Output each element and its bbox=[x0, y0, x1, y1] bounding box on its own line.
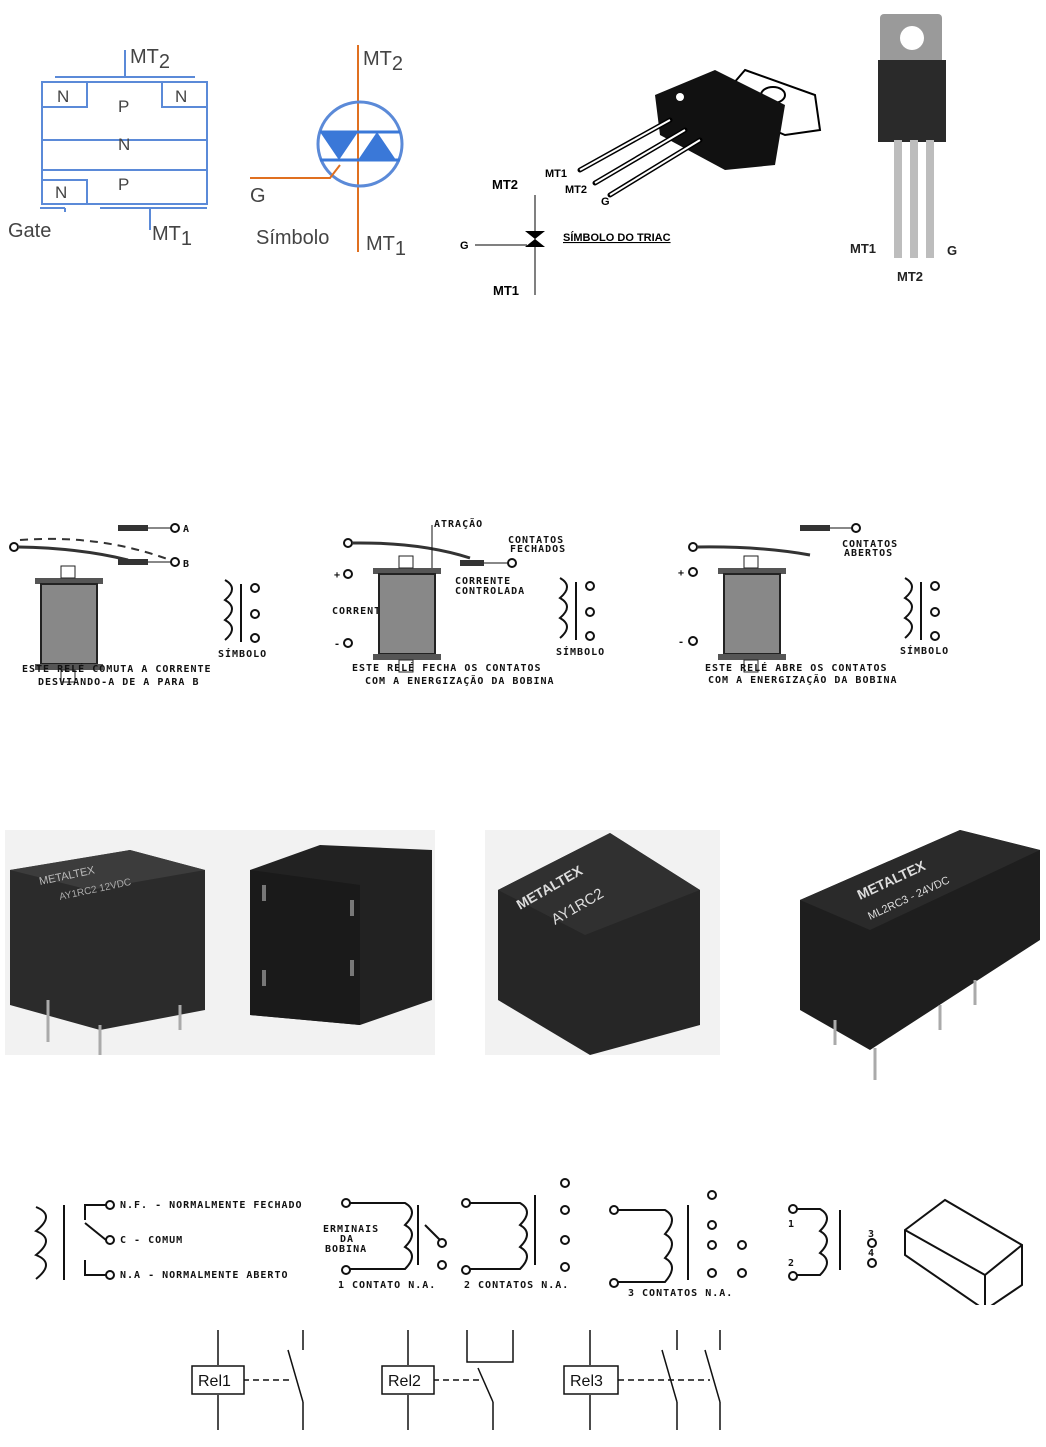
caption-line-2: DESVIANDO-A DE A PARA B bbox=[38, 677, 199, 688]
relay-photo-2 bbox=[250, 845, 432, 1025]
mt1-label: MT1 bbox=[850, 241, 876, 256]
layer-p: P bbox=[118, 97, 129, 116]
two-contacts-label: 2 CONTATOS N.A. bbox=[464, 1280, 569, 1291]
attraction-label: ATRAÇÃO bbox=[434, 517, 483, 530]
pin-mt2-label: MT2 bbox=[565, 184, 587, 196]
symbol-caption: SÍMBOLO DO TRIAC bbox=[563, 231, 671, 244]
svg-text:-: - bbox=[678, 637, 685, 648]
symbol-g-label: G bbox=[460, 240, 469, 252]
na-label: N.A - NORMALMENTE ABERTO bbox=[120, 1270, 289, 1281]
symbol-mt1-label: MT1 bbox=[493, 283, 519, 298]
nf-label: N.F. - NORMALMENTE FECHADO bbox=[120, 1200, 303, 1211]
layer-n: N bbox=[55, 183, 67, 202]
pin-g-label: G bbox=[601, 196, 610, 208]
three-contacts-label: 3 CONTATOS N.A. bbox=[628, 1288, 733, 1299]
symbol-label: SÍMBOLO bbox=[218, 647, 267, 660]
relay-photos: METALTEX AY1RC2 12VDC METALTEX AY1RC2 ME… bbox=[5, 830, 1040, 1080]
open-contacts-label: CONTATOS bbox=[842, 539, 898, 550]
caption-line-2: COM A ENERGIZAÇÃO DA BOBINA bbox=[365, 674, 555, 687]
triac-symbol-diagram: MT2 MT1 G Símbolo bbox=[250, 45, 406, 255]
mt2-label: MT2 bbox=[897, 269, 923, 284]
triac-photo: MT1 MT2 G bbox=[850, 14, 957, 284]
layer-p: P bbox=[118, 175, 129, 194]
common-label: C - COMUM bbox=[120, 1235, 183, 1246]
g-label: G bbox=[250, 185, 266, 207]
symbol-label: SÍMBOLO bbox=[556, 645, 605, 658]
svg-text:3: 3 bbox=[868, 1229, 875, 1240]
coil-terminals-label: ERMINAIS bbox=[323, 1224, 379, 1235]
relay-box-rel1: Rel1 bbox=[198, 1373, 231, 1390]
svg-text:1: 1 bbox=[788, 1219, 795, 1230]
svg-text:CONTROLADA: CONTROLADA bbox=[455, 586, 525, 597]
mt2-label: MT2 bbox=[130, 46, 170, 73]
relay-diagram-changeover: A B SÍMBOLO ESTE RELÉ COMUTA A CORRENTE … bbox=[9, 523, 267, 688]
gate-label: Gate bbox=[8, 220, 51, 242]
relay-box-rel2: Rel2 bbox=[388, 1373, 421, 1390]
caption-line-1: ESTE RELÉ FECHA OS CONTATOS bbox=[352, 661, 542, 674]
svg-text:DA: DA bbox=[340, 1234, 354, 1245]
relay-box-rel3: Rel3 bbox=[570, 1373, 603, 1390]
mt1-label: MT1 bbox=[366, 233, 406, 255]
svg-text:ABERTOS: ABERTOS bbox=[844, 548, 893, 559]
relay-photo-4: METALTEX ML2RC3 - 24VDC bbox=[800, 830, 1040, 1080]
current-label: CORRENTE bbox=[332, 606, 388, 617]
svg-text:FECHADOS: FECHADOS bbox=[510, 544, 566, 555]
svg-text:-: - bbox=[334, 639, 341, 650]
svg-text:BOBINA: BOBINA bbox=[325, 1244, 367, 1255]
g-label: G bbox=[947, 243, 957, 258]
contact-b-label: B bbox=[183, 559, 190, 570]
svg-text:+: + bbox=[678, 568, 685, 579]
triac-package-diagram: MT1 MT2 G MT2 MT1 G SÍMBOLO DO TRIAC bbox=[460, 68, 822, 298]
caption-line-1: ESTE RELÉ COMUTA A CORRENTE bbox=[22, 662, 212, 675]
pin-mt1-label: MT1 bbox=[545, 168, 567, 180]
relay-diagram-normally-open: ATRAÇÃO CONTATOS FECHADOS CORRENTE CONTR… bbox=[332, 517, 605, 687]
contact-a-label: A bbox=[183, 524, 190, 535]
mt2-label: MT2 bbox=[363, 48, 403, 75]
controlled-current-label: CORRENTE bbox=[455, 576, 511, 587]
layer-n: N bbox=[175, 87, 187, 106]
svg-text:2: 2 bbox=[788, 1258, 795, 1269]
one-contact-label: 1 CONTATO N.A. bbox=[338, 1280, 436, 1291]
layer-n: N bbox=[118, 135, 130, 154]
relay-photo-3: METALTEX AY1RC2 bbox=[485, 830, 720, 1055]
svg-text:+: + bbox=[334, 570, 341, 581]
mt1-label: MT1 bbox=[152, 223, 192, 250]
symbol-caption: Símbolo bbox=[256, 227, 329, 249]
relay-operation-diagrams: A B SÍMBOLO ESTE RELÉ COMUTA A CORRENTE … bbox=[9, 517, 949, 688]
closed-contacts-label: CONTATOS bbox=[508, 535, 564, 546]
symbol-label: SÍMBOLO bbox=[900, 644, 949, 657]
relay-switch-schematics: Rel1 Rel2 Rel3 bbox=[191, 1330, 721, 1430]
layer-n: N bbox=[57, 87, 69, 106]
symbol-mt2-label: MT2 bbox=[492, 177, 518, 192]
caption-line-2: COM A ENERGIZAÇÃO DA BOBINA bbox=[708, 673, 898, 686]
triac-structure-diagram: N P N N N P MT2 MT1 Gate bbox=[8, 46, 208, 250]
triac-diode-icon bbox=[320, 132, 358, 160]
relay-diagram-normally-closed: CONTATOS ABERTOS + - SÍMBOLO ESTE RELÉ A… bbox=[678, 523, 949, 686]
relay-contact-types: N.F. - NORMALMENTE FECHADO C - COMUM N.A… bbox=[34, 1178, 1023, 1305]
caption-line-1: ESTE RELÉ ABRE OS CONTATOS bbox=[705, 661, 888, 674]
svg-text:4: 4 bbox=[868, 1248, 875, 1259]
